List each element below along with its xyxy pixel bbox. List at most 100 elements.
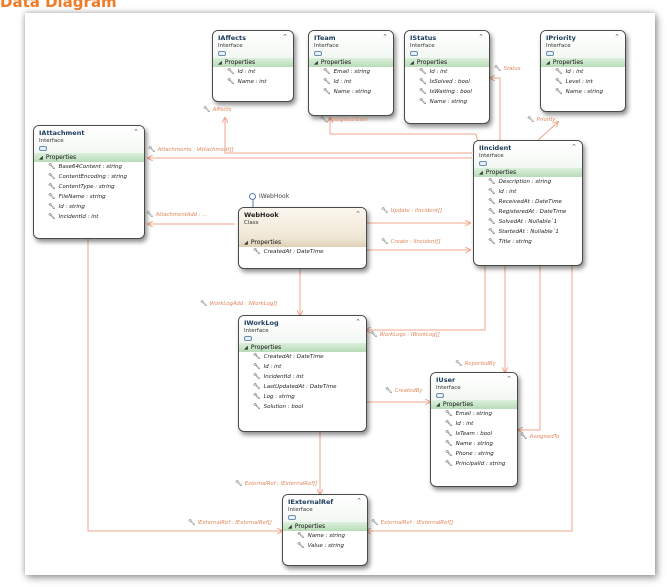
- property-row[interactable]: 🔧︎Name : string: [405, 97, 489, 107]
- property-row[interactable]: 🔧︎Id : int: [431, 419, 517, 429]
- entity-iteam[interactable]: ITeam Interface ⌃ ◢Properties 🔧︎Email : …: [308, 30, 394, 116]
- collapse-icon[interactable]: ⌃: [356, 497, 362, 505]
- collapse-icon[interactable]: ⌃: [355, 318, 361, 326]
- assoc-externalref-worklog[interactable]: 🔧︎ExternalRef : IExternalRef[]: [235, 480, 317, 487]
- property-row[interactable]: 🔧︎IsWaiting : bool: [405, 87, 489, 97]
- entity-iaffects[interactable]: IAffects Interface ⌃ ◢Properties 🔧︎Id : …: [212, 30, 294, 102]
- properties-section[interactable]: ◢Properties: [213, 58, 293, 67]
- collapse-icon[interactable]: ⌃: [282, 33, 288, 41]
- property-row[interactable]: 🔧︎Id : int: [309, 77, 393, 87]
- assoc-assignedteam[interactable]: 🔧︎AssignedTeam: [320, 116, 368, 123]
- property-row[interactable]: 🔧︎IsTeam : bool: [431, 429, 517, 439]
- collapse-icon[interactable]: ⌃: [355, 210, 361, 218]
- assoc-worklogs[interactable]: 🔧︎WorkLogs : IWorkLog[]: [370, 331, 440, 338]
- collapse-icon[interactable]: ⌃: [614, 33, 620, 41]
- property-row[interactable]: 🔧︎Phone : string: [431, 449, 517, 459]
- properties-section[interactable]: ◢Properties: [239, 343, 366, 352]
- assoc-createdby[interactable]: 🔧︎CreatedBy: [385, 387, 422, 394]
- property-row[interactable]: 🔧︎Solution : bool: [239, 402, 366, 412]
- assoc-externalref-attachment[interactable]: 🔧︎IExternalRef : IExternalRef[]: [188, 519, 272, 526]
- wrench-icon: 🔧︎: [488, 228, 496, 235]
- entity-ipriority[interactable]: IPriority Interface ⌃ ◢Properties 🔧︎Id :…: [540, 30, 626, 112]
- property-row[interactable]: 🔧︎Title : string: [474, 237, 582, 247]
- property-row[interactable]: 🔧︎IsSolved : bool: [405, 77, 489, 87]
- assoc-create[interactable]: 🔧︎Create : IIncident[]: [381, 238, 441, 245]
- wrench-icon: 🔧︎: [253, 363, 261, 370]
- properties-section[interactable]: ◢Properties: [474, 168, 582, 177]
- assoc-externalref-incident[interactable]: 🔧︎ExternalRef : IExternalRef[]: [371, 519, 453, 526]
- property-row[interactable]: 🔧︎Log : string: [239, 392, 366, 402]
- properties-section[interactable]: ◢Properties: [283, 522, 367, 531]
- property-row[interactable]: 🔧︎Level : int: [541, 77, 625, 87]
- property-row[interactable]: 🔧︎ContentType : string: [34, 182, 144, 192]
- property-row[interactable]: 🔧︎Name : string: [541, 87, 625, 97]
- property-row[interactable]: 🔧︎RegisteredAt : DateTime: [474, 207, 582, 217]
- collapse-icon[interactable]: ⌃: [478, 33, 484, 41]
- properties-section[interactable]: ◢Properties: [431, 400, 517, 409]
- property-label: Id : int: [565, 69, 584, 75]
- property-row[interactable]: 🔧︎SolvedAt : Nullable`1: [474, 217, 582, 227]
- wrench-icon: 🔧︎: [419, 78, 427, 85]
- assoc-attachmentadd[interactable]: 🔧︎AttachmentAdd : ...: [146, 211, 207, 218]
- collapse-icon[interactable]: ⌃: [506, 375, 512, 383]
- properties-section[interactable]: ◢Properties: [405, 58, 489, 67]
- section-label: Properties: [416, 59, 448, 66]
- assoc-attachments[interactable]: 🔧︎Attachments : IAttachment[]: [148, 146, 234, 153]
- property-row[interactable]: 🔧︎FileName : string: [34, 192, 144, 202]
- wrench-icon: 🔧︎: [48, 193, 56, 200]
- collapse-icon[interactable]: ⌃: [382, 33, 388, 41]
- property-row[interactable]: 🔧︎Email : string: [309, 67, 393, 77]
- assoc-assignedto[interactable]: 🔧︎AssignedTo: [520, 433, 559, 440]
- property-row[interactable]: 🔧︎Id : string: [34, 202, 144, 212]
- property-row[interactable]: 🔧︎Name : string: [309, 87, 393, 97]
- entity-iuser[interactable]: IUser Interface ⌃ ◢Properties 🔧︎Email : …: [430, 372, 518, 487]
- entity-iincident[interactable]: IIncident Interface ⌃ ◢Properties 🔧︎Desc…: [473, 140, 583, 266]
- entity-kind: Class: [244, 220, 259, 226]
- property-row[interactable]: 🔧︎Id : int: [541, 67, 625, 77]
- property-row[interactable]: 🔧︎CreatedAt : DateTime: [239, 247, 366, 257]
- property-row[interactable]: 🔧︎ReceivedAt : DateTime: [474, 197, 582, 207]
- properties-section[interactable]: ◢Properties: [34, 153, 144, 162]
- entity-webhook[interactable]: WebHook Class ⌃ ◢Properties 🔧︎CreatedAt …: [238, 207, 367, 269]
- property-row[interactable]: 🔧︎Name : string: [431, 439, 517, 449]
- interface-icon: [39, 146, 47, 151]
- property-row[interactable]: 🔧︎StartedAt : Nullable`1: [474, 227, 582, 237]
- entity-istatus[interactable]: IStatus Interface ⌃ ◢Properties 🔧︎Id : i…: [404, 30, 490, 124]
- property-row[interactable]: 🔧︎Id : int: [474, 187, 582, 197]
- assoc-affects[interactable]: 🔧︎Affects: [203, 106, 231, 113]
- assoc-label: WorkLogAdd : IWorkLog[]: [209, 301, 278, 307]
- assoc-worklogadd[interactable]: 🔧︎WorkLogAdd : IWorkLog[]: [200, 300, 277, 307]
- wrench-icon: 🔧︎: [488, 178, 496, 185]
- property-row[interactable]: 🔧︎Base64Content : string: [34, 162, 144, 172]
- properties-section[interactable]: ◢Properties: [239, 238, 366, 247]
- property-row[interactable]: 🔧︎Id : int: [405, 67, 489, 77]
- entity-iworklog[interactable]: IWorkLog Interface ⌃ ◢Properties 🔧︎Creat…: [238, 315, 367, 432]
- property-row[interactable]: 🔧︎Name : string: [283, 531, 367, 541]
- assoc-label: Affects: [212, 107, 232, 113]
- assoc-update[interactable]: 🔧︎Update : IIncident[]: [381, 207, 442, 214]
- collapse-icon[interactable]: ⌃: [571, 143, 577, 151]
- property-row[interactable]: 🔧︎CreatedAt : DateTime: [239, 352, 366, 362]
- property-row[interactable]: 🔧︎Id : int: [239, 362, 366, 372]
- property-row[interactable]: 🔧︎ContentEncoding : string: [34, 172, 144, 182]
- property-row[interactable]: 🔧︎Description : string: [474, 177, 582, 187]
- property-row[interactable]: 🔧︎Email : string: [431, 409, 517, 419]
- entity-iexternalref[interactable]: IExternalRef Interface ⌃ ◢Properties 🔧︎N…: [282, 494, 368, 566]
- collapse-icon[interactable]: ⌃: [133, 128, 139, 136]
- property-row[interactable]: 🔧︎LastUpdatedAt : DateTime: [239, 382, 366, 392]
- properties-section[interactable]: ◢Properties: [541, 58, 625, 67]
- assoc-reportedby[interactable]: 🔧︎ReportedBy: [455, 360, 496, 367]
- property-label: Name : string: [333, 89, 371, 95]
- entity-iattachment[interactable]: IAttachment Interface ⌃ ◢Properties 🔧︎Ba…: [33, 125, 145, 239]
- property-row[interactable]: 🔧︎Name : int: [213, 77, 293, 87]
- property-row[interactable]: 🔧︎IncidentId : int: [34, 212, 144, 222]
- assoc-priority[interactable]: 🔧︎Priority: [527, 116, 556, 123]
- property-row[interactable]: 🔧︎PrincipalId : string: [431, 459, 517, 469]
- property-row[interactable]: 🔧︎IncidentId : int: [239, 372, 366, 382]
- property-row[interactable]: 🔧︎Id : int: [213, 67, 293, 77]
- wrench-icon: 🔧︎: [555, 78, 563, 85]
- property-label: Value : string: [307, 543, 344, 549]
- assoc-status[interactable]: 🔧︎Status: [494, 65, 521, 72]
- property-row[interactable]: 🔧︎Value : string: [283, 541, 367, 551]
- properties-section[interactable]: ◢Properties: [309, 58, 393, 67]
